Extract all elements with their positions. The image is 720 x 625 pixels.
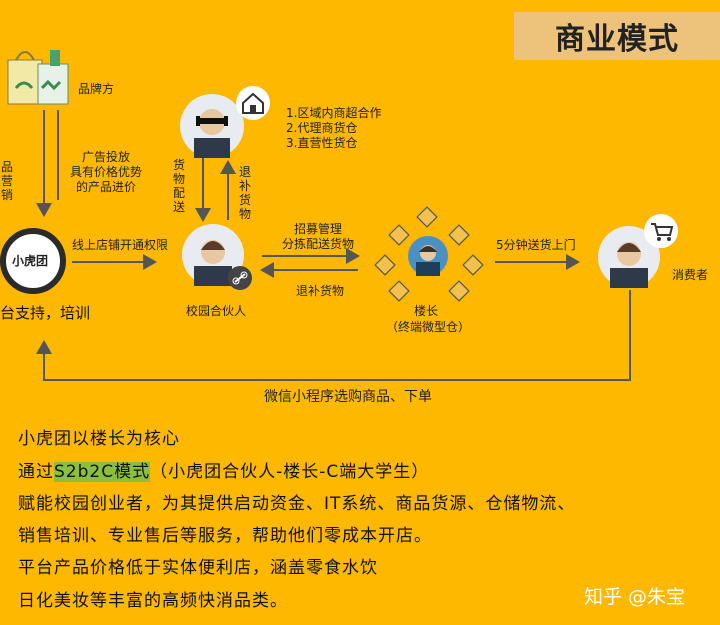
supplier-item: 2.代理商货仓 <box>286 121 358 135</box>
warehouse-cubes <box>374 206 484 302</box>
body-line-2-suffix: （小虎团合伙人-楼长-C端大学生） <box>150 462 430 482</box>
title-banner: 商业模式 <box>514 12 720 60</box>
platform-label: 台支持，培训 <box>0 304 91 322</box>
house-icon <box>236 86 270 120</box>
ad-text-line: 具有价格优势 <box>69 165 142 179</box>
wechat-order-label: 微信小程序选购商品、下单 <box>264 389 432 405</box>
recruit-line: 分拣配送货物 <box>282 237 355 251</box>
body-line-1: 小虎团以楼长为核心 <box>18 429 180 449</box>
consumer-label: 消费者 <box>672 268 709 282</box>
supplier-list: 1.区域内商超合作 2.代理商货仓 3.直营性货仓 <box>286 106 381 151</box>
body-line-6: 日化美妆等丰富的高频快消品类。 <box>18 591 288 611</box>
body-line-4: 销售培训、专业售后等服务，帮助他们零成本开店。 <box>18 526 432 546</box>
recruit-line: 招募管理 <box>294 222 343 236</box>
logo-text: 小虎团 <box>12 254 49 268</box>
supplier-item: 1.区域内商超合作 <box>286 106 382 120</box>
shopping-bag-icon <box>6 42 72 106</box>
body-line-2-prefix: 通过 <box>18 462 54 482</box>
recruit-label: 招募管理 分拣配送货物 <box>282 222 354 252</box>
leader-label: 楼长 <box>414 304 439 318</box>
ad-text-line: 广告投放 <box>81 150 130 164</box>
body-line-5: 平台产品价格低于实体便利店，涵盖零食水饮 <box>18 558 378 578</box>
return-goods-2-label: 退补货物 <box>296 284 345 298</box>
ad-text: 广告投放 具有价格优势 的产品进价 <box>58 150 154 195</box>
page-title: 商业模式 <box>555 22 679 57</box>
arrow-wechat-order <box>36 290 631 381</box>
supplier-item: 3.直营性货仓 <box>286 136 358 150</box>
tiger-logo: 小虎团 <box>0 228 66 294</box>
delivery-label: 5分钟送货上门 <box>496 238 576 252</box>
return-goods-label: 退补货物 <box>238 165 251 221</box>
ad-text-line: 的产品进价 <box>75 180 136 194</box>
leader-sub-label: （终端微型仓） <box>386 320 471 334</box>
link-icon <box>228 266 252 290</box>
watermark: 知乎 @朱宝 <box>584 586 686 608</box>
online-store-label: 线上店铺开通权限 <box>72 238 169 252</box>
partner-label: 校园合伙人 <box>186 304 247 318</box>
body-line-3: 赋能校园创业者，为其提供启动资金、IT系统、商品货源、仓储物流、 <box>18 494 576 514</box>
body-line-2: 通过S2b2C模式（小虎团合伙人-楼长-C端大学生） <box>18 457 429 482</box>
goods-delivery-label: 货物配送 <box>172 158 185 214</box>
leader-avatar <box>408 236 448 276</box>
s2b2c-highlight: S2b2C模式 <box>54 462 151 482</box>
brand-label: 品牌方 <box>78 82 115 96</box>
cart-icon <box>644 214 678 248</box>
left-edge-text: 品 营 销 <box>0 160 13 202</box>
supplier-avatar <box>180 94 244 158</box>
